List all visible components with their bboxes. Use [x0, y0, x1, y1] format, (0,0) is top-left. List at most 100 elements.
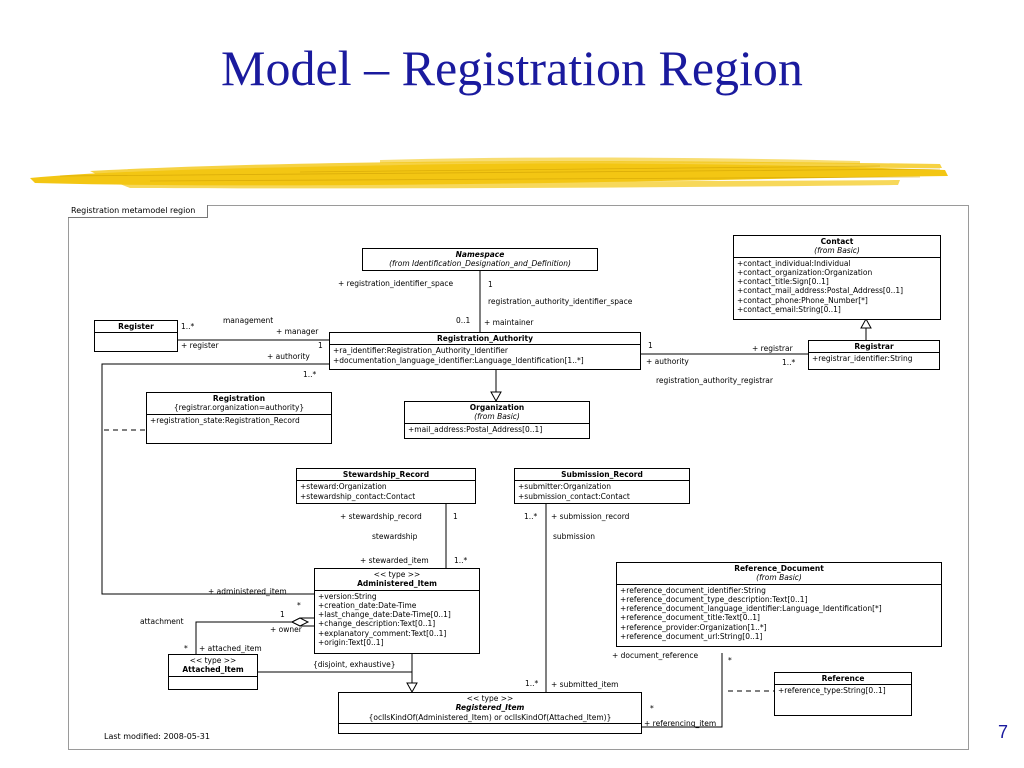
attached-item-name: Attached_Item: [182, 665, 244, 675]
rd-attr: +reference_document_language_identifier:…: [620, 604, 882, 614]
stewardship-record-class: Stewardship_Record +steward:Organization…: [296, 468, 476, 504]
label-manager: + manager: [276, 327, 319, 336]
label-register-mult: 1..*: [181, 322, 195, 331]
register-name: Register: [118, 322, 154, 331]
ai-attr: +last_change_date:Date-Time[0..1]: [318, 610, 451, 620]
label-ns-mult: 1: [488, 280, 493, 289]
reference-attr: +reference_type:String[0..1]: [778, 686, 886, 696]
label-ai-star: *: [297, 601, 301, 610]
last-modified-note: Last modified: 2008-05-31: [104, 732, 210, 741]
rd-attr: +reference_document_url:String[0..1]: [620, 632, 763, 642]
registration-constraint: {registrar.organization=authority}: [173, 403, 305, 413]
label-register-role: + register: [181, 341, 219, 350]
organization-from: (from Basic): [474, 412, 520, 422]
label-submission-record-role: + submission_record: [551, 512, 630, 521]
contact-attr: +contact_phone:Phone_Number[*]: [737, 295, 868, 305]
ai-attr: +change_description:Text[0..1]: [318, 619, 436, 629]
label-stewardship-record-role: + stewardship_record: [340, 512, 422, 521]
label-refitem-star: *: [650, 704, 654, 713]
sr-attr: +steward:Organization: [300, 482, 387, 492]
label-att-star: *: [184, 644, 188, 653]
reference-document-class: Reference_Document (from Basic) +referen…: [616, 562, 942, 647]
rd-attr: +reference_provider:Organization[1..*]: [620, 622, 767, 632]
contact-attr: +contact_email:String[0..1]: [737, 305, 841, 315]
registrar-class: Registrar +registrar_identifier:String: [808, 340, 940, 370]
contact-from: (from Basic): [814, 246, 860, 256]
attached-item-stereotype: << type >>: [189, 656, 237, 665]
label-register-mult-1: 1: [318, 341, 323, 350]
contact-attr: +contact_mail_address:Postal_Address[0..…: [737, 286, 904, 296]
sr-attr: +stewardship_contact:Contact: [300, 491, 416, 501]
label-docref-star: *: [728, 656, 732, 665]
registrar-attr: +registrar_identifier:String: [812, 354, 913, 364]
brush-stroke-decoration: [30, 157, 948, 189]
namespace-from: (from Identification_Designation_and_Def…: [389, 259, 571, 269]
label-registration-identifier-space: + registration_identifier_space: [338, 279, 454, 288]
registered-item-constraint: {oclIsKindOf(Administered_Item) or oclIs…: [368, 712, 612, 722]
registered-item-name: Registered_Item: [455, 703, 525, 713]
label-document-reference: + document_reference: [612, 651, 699, 660]
label-registrar-role: + registrar: [752, 344, 793, 353]
label-submitted-mult: 1..*: [525, 679, 539, 688]
contact-class: Contact (from Basic) +contact_individual…: [733, 235, 941, 320]
label-authority-right: + authority: [646, 357, 689, 366]
ra-attr: +documentation_language_identifier:Langu…: [333, 355, 584, 365]
label-ai-1: 1: [280, 610, 285, 619]
rd-attr: +reference_document_title:Text[0..1]: [620, 613, 760, 623]
label-maintainer: + maintainer: [484, 318, 534, 327]
registration-attr: +registration_state:Registration_Record: [150, 415, 300, 425]
label-ra-mult: 0..1: [456, 316, 471, 325]
ai-attr: +explanatory_comment:Text[0..1]: [318, 628, 447, 638]
contact-attr: +contact_title:Sign[0..1]: [737, 277, 829, 287]
rd-attr: +reference_document_type_description:Tex…: [620, 594, 808, 604]
label-submitted-item: + submitted_item: [551, 680, 619, 689]
sub-attr: +submission_contact:Contact: [518, 491, 630, 501]
namespace-name: Namespace: [455, 250, 505, 259]
frame-label: Registration metamodel region: [68, 205, 209, 218]
reference-document-from: (from Basic): [756, 573, 802, 583]
label-stewarded-item: + stewarded_item: [360, 556, 429, 565]
ai-attr: +version:String: [318, 591, 377, 601]
registration-authority-name: Registration_Authority: [437, 334, 533, 343]
reference-name: Reference: [821, 674, 865, 683]
label-administered-item-role: + administered_item: [208, 587, 287, 596]
attached-item-class: << type >> Attached_Item: [168, 654, 258, 690]
label-registration-authority-identifier-space: registration_authority_identifier_space: [488, 297, 633, 306]
registration-class: Registration {registrar.organization=aut…: [146, 392, 332, 444]
administered-item-name: Administered_Item: [357, 579, 437, 589]
page-number: 7: [998, 722, 1009, 742]
stewardship-record-name: Stewardship_Record: [342, 470, 430, 479]
label-registrar-mult: 1..*: [782, 358, 796, 367]
register-class: Register: [94, 320, 178, 352]
label-sub-mult: 1..*: [524, 512, 538, 521]
label-attached-item-role: + attached_item: [199, 644, 262, 653]
label-referencing-item: + referencing_item: [644, 719, 717, 728]
organization-name: Organization: [469, 403, 525, 412]
label-ra-right-mult: 1: [648, 341, 653, 350]
label-sr-mult-1-star: 1..*: [454, 556, 468, 565]
registrar-name: Registrar: [854, 342, 894, 351]
rd-attr: +reference_document_identifier:String: [620, 585, 766, 595]
label-sr-mult-1: 1: [453, 512, 458, 521]
label-owner: + owner: [270, 625, 302, 634]
contact-attr: +contact_organization:Organization: [737, 267, 873, 277]
ai-attr: +origin:Text[0..1]: [318, 638, 384, 648]
contact-name: Contact: [820, 237, 854, 246]
diagram-frame: [68, 205, 969, 750]
label-registration-authority-registrar: registration_authority_registrar: [656, 376, 773, 385]
namespace-class: Namespace (from Identification_Designati…: [362, 248, 598, 271]
label-attachment: attachment: [140, 617, 184, 626]
submission-record-class: Submission_Record +submitter:Organizatio…: [514, 468, 690, 504]
reference-class: Reference +reference_type:String[0..1]: [774, 672, 912, 716]
administered-item-class: << type >> Administered_Item +version:St…: [314, 568, 480, 654]
label-management: management: [223, 316, 274, 325]
label-submission: submission: [553, 532, 596, 541]
label-stewardship: stewardship: [372, 532, 418, 541]
label-disjoint: {disjoint, exhaustive}: [313, 660, 396, 669]
organization-attr: +mail_address:Postal_Address[0..1]: [408, 424, 543, 434]
administered-item-stereotype: << type >>: [373, 570, 421, 579]
ra-attr: +ra_identifier:Registration_Authority_Id…: [333, 346, 508, 356]
submission-record-name: Submission_Record: [561, 470, 643, 479]
registration-authority-class: Registration_Authority +ra_identifier:Re…: [329, 332, 641, 370]
